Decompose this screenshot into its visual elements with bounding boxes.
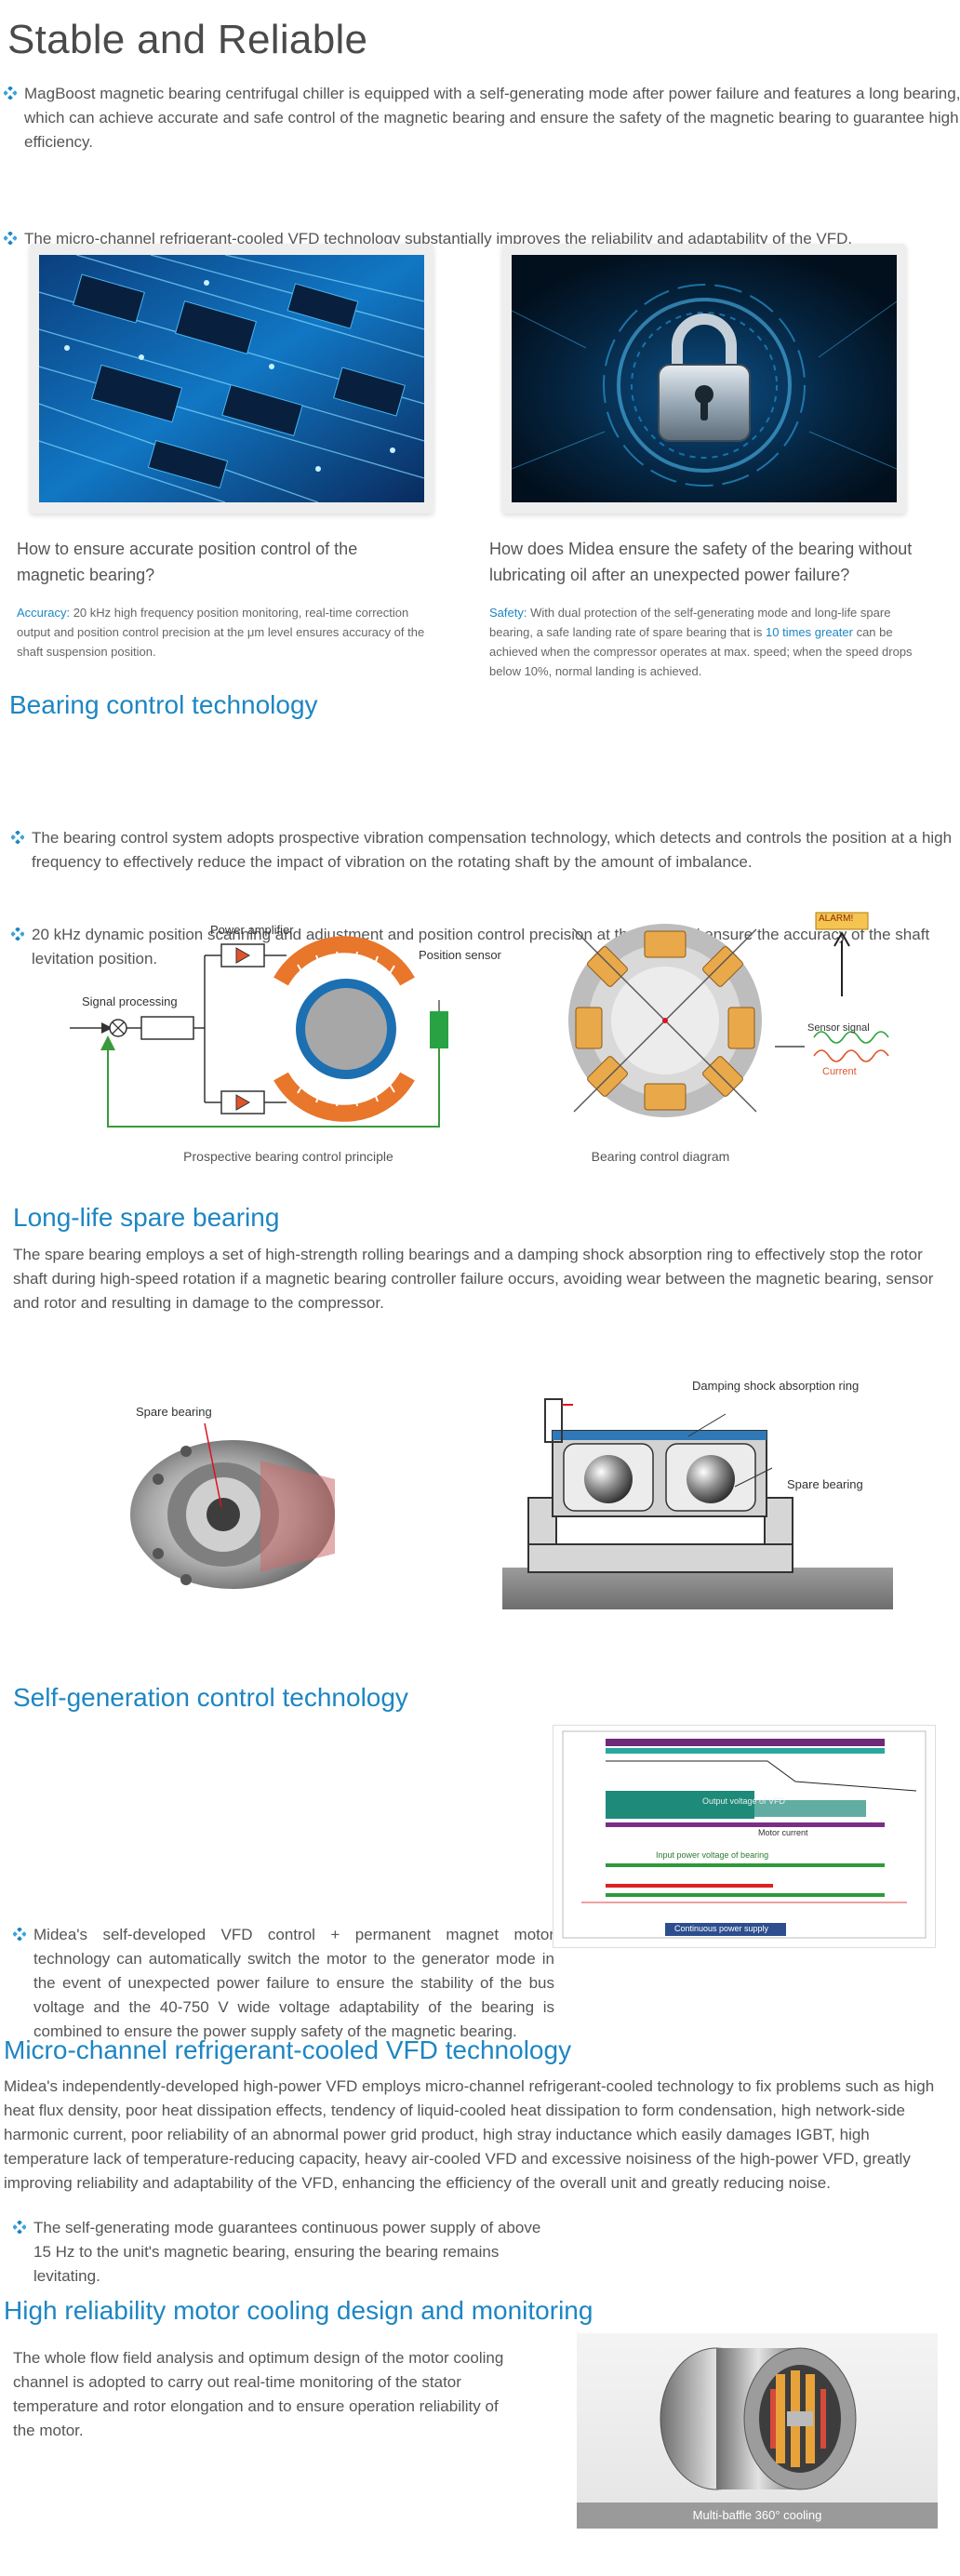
chart-label-motor-current: Motor current <box>758 1828 808 1837</box>
section-title-self-generation: Self-generation control technology <box>13 1683 408 1712</box>
chart-label-input-voltage: Input power voltage of bearing <box>656 1850 769 1860</box>
label-damping-ring: Damping shock absorption ring <box>692 1379 860 1393</box>
card-answer-safety: Safety: With dual protection of the self… <box>489 606 913 678</box>
motor-cooling-image <box>660 2347 857 2490</box>
self-generation-waveform-chart: Output voltage of VFD Motor current Inpu… <box>553 1725 936 1948</box>
caption-bearing-control-diagram: Bearing control diagram <box>591 1149 730 1164</box>
padlock-image-frame <box>502 244 906 514</box>
section-title-motor-cooling: High reliability motor cooling design an… <box>4 2296 593 2325</box>
section-title-bearing-control: Bearing control technology <box>9 690 318 719</box>
bullet-item: MagBoost magnetic bearing centrifugal ch… <box>4 82 960 154</box>
spare-bearing-diagram <box>502 1398 893 1609</box>
label-signal-processing: Signal processing <box>82 994 178 1008</box>
chart-label-output-voltage: Output voltage of VFD <box>702 1796 786 1806</box>
motor-cooling-image-frame: Multi-baffle 360° cooling <box>577 2333 938 2529</box>
section-title-spare-bearing: Long-life spare bearing <box>13 1203 280 1232</box>
padlock-image <box>512 255 897 502</box>
circuit-board-image-frame <box>30 244 433 514</box>
label-spare-bearing-diagram: Spare bearing <box>787 1477 863 1491</box>
bullet-diamond-icon <box>13 1928 26 1941</box>
spare-bearing-description: The spare bearing employs a set of high-… <box>13 1246 934 1312</box>
label-spare-bearing-photo: Spare bearing <box>136 1405 212 1419</box>
spare-bearing-photo <box>130 1423 335 1589</box>
micro-channel-description: Midea's independently-developed high-pow… <box>4 2077 935 2192</box>
bullet-diamond-icon <box>4 232 17 245</box>
padlock-icon <box>658 314 751 442</box>
label-power-amplifier: Power amplifier <box>210 923 294 937</box>
label-current: Current <box>822 1066 857 1077</box>
card-question-safety: How does Midea ensure the safety of the … <box>489 540 913 584</box>
bullet-diamond-icon <box>11 831 24 844</box>
motor-cooling-description: The whole flow field analysis and optimu… <box>13 2349 504 2439</box>
bullet-item: The self-generating mode guarantees cont… <box>13 2216 554 2289</box>
bullet-diamond-icon <box>4 87 17 100</box>
bullet-item: The micro-channel refrigerant-cooled VFD… <box>4 227 960 251</box>
alarm-label: ALARM! <box>819 914 854 924</box>
label-sensor-signal: Sensor signal <box>807 1022 870 1034</box>
bullet-diamond-icon <box>13 2221 26 2234</box>
bullet-diamond-icon <box>11 928 24 941</box>
bearing-control-principle-diagram <box>70 936 448 1128</box>
circuit-board-image <box>39 255 424 502</box>
caption-bearing-control-principle: Prospective bearing control principle <box>183 1149 393 1164</box>
section-title-micro-channel: Micro-channel refrigerant-cooled VFD tec… <box>4 2035 572 2064</box>
bullet-item: Midea's self-developed VFD control + per… <box>13 1923 554 2044</box>
card-answer-accuracy: Accuracy: 20 kHz high frequency position… <box>17 606 425 659</box>
bearing-control-diagram <box>568 912 889 1117</box>
bullet-item: The bearing control system adopts prospe… <box>11 826 960 874</box>
page-title: Stable and Reliable <box>7 17 368 62</box>
label-position-sensor: Position sensor <box>419 948 501 962</box>
motor-cooling-caption: Multi-baffle 360° cooling <box>577 2503 938 2529</box>
card-question-accuracy: How to ensure accurate position control … <box>17 540 358 584</box>
chart-label-continuous-supply: Continuous power supply <box>674 1924 769 1933</box>
